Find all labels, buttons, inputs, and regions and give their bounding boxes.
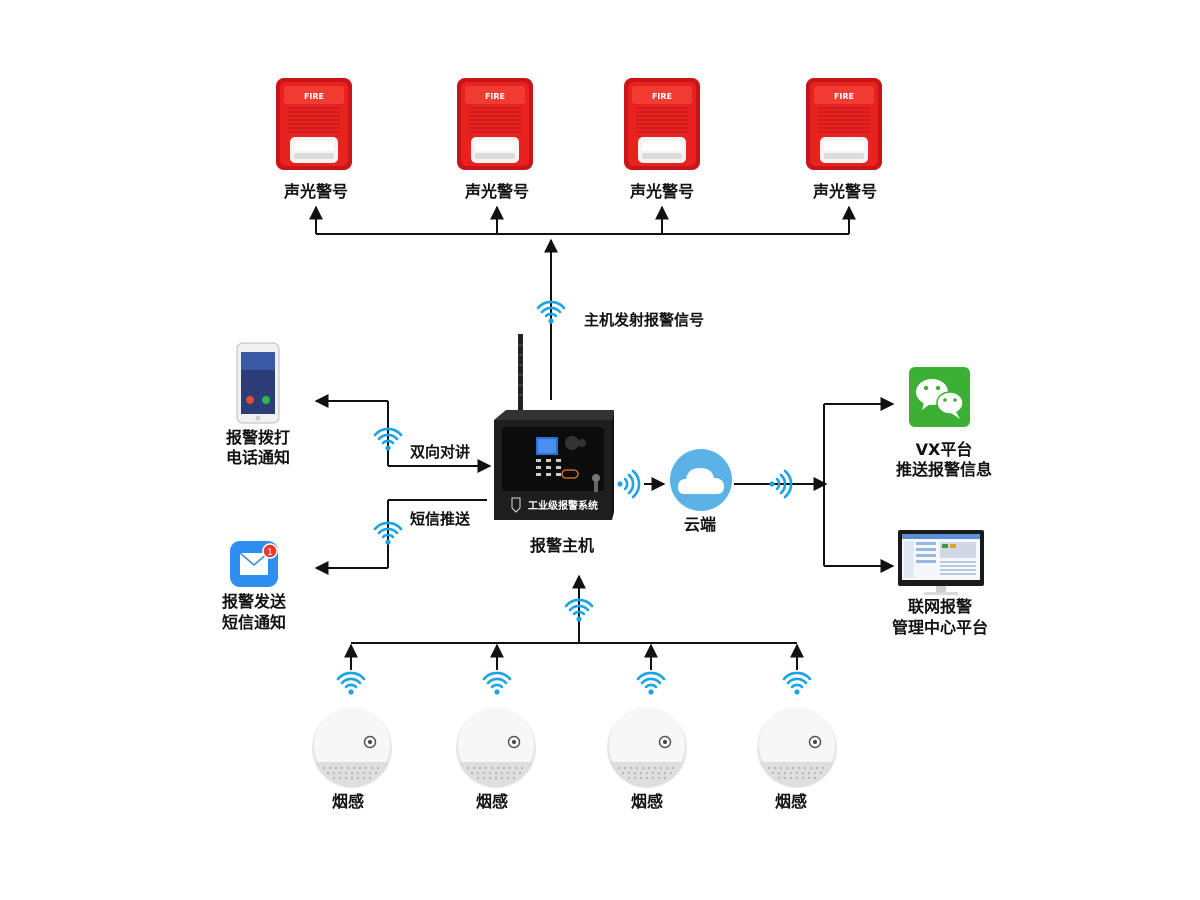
cloud-label: 云端 [684,515,716,534]
center-label-1: 联网报警 [908,597,972,616]
smoke-detector-4 [756,706,838,789]
host-label: 报警主机 [530,536,594,555]
phone-label-1: 报警拨打 [226,428,290,447]
center-label-2: 管理中心平台 [892,618,988,637]
smoke-label-3: 烟感 [631,792,663,811]
siren-badge: FIRE [485,92,505,101]
wifi-icon [336,671,366,696]
smoke-detector-3 [606,706,688,789]
right-connectors [813,397,895,573]
alarm-host-device: 工业级报警系统 [494,334,614,520]
wifi-icon [616,469,641,499]
intercom-label: 双向对讲 [410,443,470,461]
host-panel-text: 工业级报警系统 [528,499,598,512]
host-emit-label: 主机发射报警信号 [584,311,704,329]
siren-badge: FIRE [304,92,324,101]
siren-badge: FIRE [834,92,854,101]
cloud-icon [670,449,732,511]
siren-device-1: FIRE [275,77,353,171]
phone-label-2: 电话通知 [226,448,290,467]
siren-label-4: 声光警号 [812,182,877,201]
wechat-label-2: 推送报警信息 [896,460,992,479]
smoke-bus [344,574,804,670]
wifi-icon [636,671,666,696]
sms-label: 短信推送 [410,510,471,528]
siren-badge: FIRE [652,92,672,101]
siren-device-3: FIRE [623,77,701,171]
siren-label-1: 声光警号 [283,182,348,201]
wifi-icon [782,671,812,696]
smoke-label-1: 烟感 [332,792,364,811]
smoke-label-2: 烟感 [476,792,508,811]
left-connectors [314,394,492,575]
monitor-icon [898,530,984,595]
wechat-icon [909,367,970,427]
mail-icon: 1 [230,541,278,587]
siren-device-2: FIRE [456,77,534,171]
siren-label-3: 声光警号 [629,182,694,201]
siren-device-4: FIRE [805,77,883,171]
mail-badge: 1 [267,548,273,558]
wifi-icon [482,671,512,696]
smoke-detector-2 [455,706,537,789]
smoke-label-4: 烟感 [775,792,807,811]
smoke-detector-1 [311,706,393,789]
mail-label-2: 短信通知 [222,613,286,632]
siren-label-2: 声光警号 [464,182,529,201]
phone-device [236,342,280,424]
wechat-label-1: VX平台 [916,440,973,459]
mail-label-1: 报警发送 [222,592,287,611]
siren-bus [309,205,856,400]
